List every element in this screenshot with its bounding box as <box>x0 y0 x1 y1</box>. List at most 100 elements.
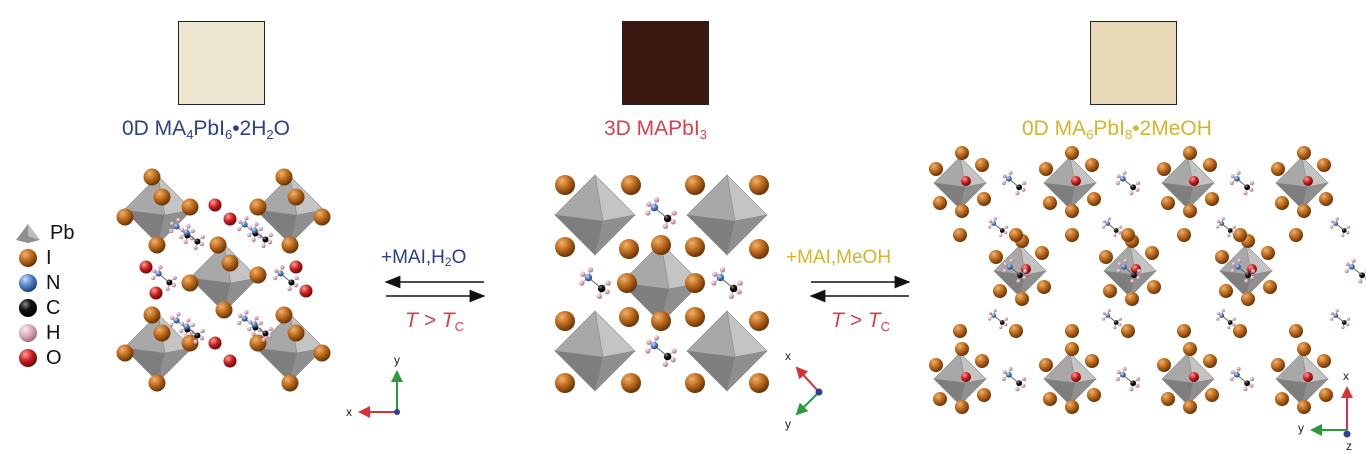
iodine-atom <box>1103 284 1117 298</box>
ma-cation <box>1329 216 1351 238</box>
iodine-atom <box>287 188 305 206</box>
oxygen-atom <box>961 372 971 382</box>
nitrogen-sphere-icon <box>19 274 37 292</box>
legend-label-o: O <box>46 346 62 369</box>
iodine-atom <box>281 236 299 254</box>
iodine-atom <box>1319 192 1333 206</box>
iodine-atom <box>955 146 969 160</box>
oxygen-atom <box>208 336 222 350</box>
iodine-atom <box>1039 162 1053 176</box>
axis-label-y: y <box>394 353 400 367</box>
ma-cation <box>1215 308 1237 330</box>
oxygen-atom <box>1189 372 1199 382</box>
iodine-atom <box>1125 292 1139 306</box>
iodine-atom <box>1065 228 1079 242</box>
sample-swatch-0d-methanolate <box>1090 21 1177 105</box>
oxygen-atom <box>223 212 237 226</box>
legend-label-n: N <box>46 271 61 294</box>
pbi6-octahedron <box>554 174 636 256</box>
iodine-atom <box>221 254 239 272</box>
pbi6-octahedron <box>189 243 259 313</box>
pbi6-octahedron <box>686 310 768 392</box>
iodine-atom <box>1065 342 1079 356</box>
iodine-atom <box>1065 146 1079 160</box>
iodine-atom <box>1085 158 1099 172</box>
iodine-atom <box>1157 162 1171 176</box>
iodine-atom <box>617 273 637 293</box>
reaction-label-left-forward: +MAI,H2O <box>381 247 467 269</box>
oxygen-atom <box>208 198 222 212</box>
iodine-atom <box>1317 354 1331 368</box>
iodine-atom <box>1261 246 1275 260</box>
iodine-atom <box>281 374 299 392</box>
iodine-atom <box>181 334 199 352</box>
iodine-atom <box>1319 388 1333 402</box>
axis-triad-right: x y z <box>1298 369 1353 453</box>
iodine-atom <box>153 324 171 342</box>
iodine-sphere-icon <box>19 249 37 267</box>
ma-cation <box>1115 366 1141 392</box>
iodine-atom <box>143 168 161 186</box>
iodine-atom <box>1087 192 1101 206</box>
iodine-atom <box>955 400 969 414</box>
iodine-atom <box>1233 324 1247 338</box>
axis-label-y-right: y <box>1298 421 1304 435</box>
iodine-atom <box>1087 388 1101 402</box>
iodine-atom <box>1233 228 1247 242</box>
ma-cation <box>1002 258 1028 284</box>
iodine-atom <box>929 162 943 176</box>
iodine-atom <box>1121 228 1135 242</box>
iodine-atom <box>977 192 991 206</box>
iodine-atom <box>249 198 267 216</box>
reaction-label-left-reverse: T > TC <box>405 309 464 334</box>
iodine-atom <box>1241 292 1255 306</box>
iodine-atom <box>249 266 267 284</box>
iodine-atom <box>1177 324 1191 338</box>
pbi6-octahedron <box>123 313 193 383</box>
sample-swatch-0d-hydrate <box>178 21 265 105</box>
pbi6-octahedron <box>255 175 325 245</box>
pbi6-octahedron <box>1043 156 1097 210</box>
phase-label-0d-hydrate: 0D MA4PbI6•2H2O <box>122 117 290 142</box>
phase-label-0d-methanolate: 0D MA6PbI8•2MeOH <box>1022 117 1212 142</box>
oxygen-atom <box>149 286 163 300</box>
iodine-atom <box>685 175 705 195</box>
oxygen-atom <box>1303 372 1313 382</box>
iodine-atom <box>977 388 991 402</box>
ma-cation <box>179 224 205 250</box>
oxygen-atom <box>961 176 971 186</box>
axis-triad-left: y x <box>346 353 403 419</box>
reaction-label-right-forward: +MAI,MeOH <box>786 247 892 268</box>
ma-cation <box>711 267 743 299</box>
iodine-atom <box>555 175 575 195</box>
iodine-atom <box>1203 354 1217 368</box>
axis-label-x-right: x <box>1343 369 1349 383</box>
iodine-atom <box>929 358 943 372</box>
pbi6-octahedron <box>933 156 987 210</box>
iodine-atom <box>209 236 227 254</box>
iodine-atom <box>1203 158 1217 172</box>
iodine-atom <box>148 374 166 392</box>
iodine-atom <box>1043 196 1057 210</box>
ma-cation <box>1001 170 1027 196</box>
iodine-atom <box>989 250 1003 264</box>
iodine-atom <box>975 354 989 368</box>
iodine-atom <box>1275 196 1289 210</box>
iodine-atom <box>1161 392 1175 406</box>
iodine-atom <box>1009 324 1023 338</box>
iodine-atom <box>1205 192 1219 206</box>
iodine-atom <box>1177 228 1191 242</box>
iodine-atom <box>955 342 969 356</box>
iodine-atom <box>749 239 769 259</box>
iodine-atom <box>1009 228 1023 242</box>
iodine-atom <box>685 273 705 293</box>
iodine-atom <box>1289 324 1303 338</box>
iodine-atom <box>215 301 233 319</box>
iodine-atom <box>287 324 305 342</box>
ma-cation <box>645 197 677 229</box>
iodine-atom <box>1121 324 1135 338</box>
axis-label-z-right: z <box>1346 439 1352 453</box>
equilibrium-arrows-right <box>809 275 911 303</box>
iodine-atom <box>1039 358 1053 372</box>
iodine-atom <box>1183 342 1197 356</box>
